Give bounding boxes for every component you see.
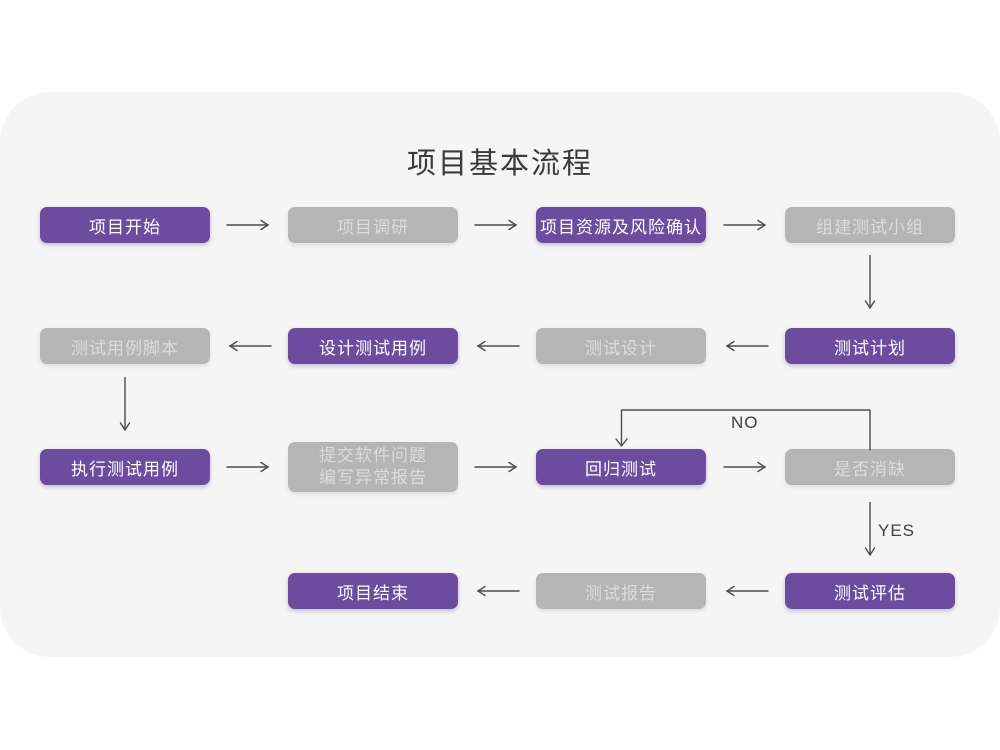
node-defect-cleared: 是否消缺 bbox=[785, 449, 955, 485]
node-execute-test-case: 执行测试用例 bbox=[40, 449, 210, 485]
arrow-down-icon bbox=[864, 502, 876, 562]
node-resource-risk-confirm: 项目资源及风险确认 bbox=[536, 207, 706, 243]
node-test-plan: 测试计划 bbox=[785, 328, 955, 364]
arrow-left-icon bbox=[723, 585, 769, 597]
node-build-test-team: 组建测试小组 bbox=[785, 207, 955, 243]
arrow-left-icon bbox=[226, 340, 272, 352]
arrow-right-icon bbox=[723, 219, 769, 231]
arrow-right-icon bbox=[474, 461, 520, 473]
node-test-case-script: 测试用例脚本 bbox=[40, 328, 210, 364]
node-submit-issue-report: 提交软件问题 编写异常报告 bbox=[288, 442, 458, 492]
node-test-report: 测试报告 bbox=[536, 573, 706, 609]
arrow-right-icon bbox=[226, 219, 272, 231]
node-regression-test: 回归测试 bbox=[536, 449, 706, 485]
no-loop-connector bbox=[611, 403, 877, 453]
arrow-down-icon bbox=[864, 255, 876, 315]
node-test-design: 测试设计 bbox=[536, 328, 706, 364]
diagram-card bbox=[0, 92, 1000, 657]
arrow-right-icon bbox=[723, 461, 769, 473]
arrow-left-icon bbox=[723, 340, 769, 352]
arrow-down-icon bbox=[119, 377, 131, 437]
arrow-left-icon bbox=[474, 340, 520, 352]
node-test-evaluation: 测试评估 bbox=[785, 573, 955, 609]
arrow-right-icon bbox=[474, 219, 520, 231]
node-project-end: 项目结束 bbox=[288, 573, 458, 609]
node-design-test-case: 设计测试用例 bbox=[288, 328, 458, 364]
edge-label-no: NO bbox=[731, 413, 759, 432]
arrow-left-icon bbox=[474, 585, 520, 597]
diagram-title: 项目基本流程 bbox=[406, 148, 593, 180]
arrow-right-icon bbox=[226, 461, 272, 473]
node-project-start: 项目开始 bbox=[40, 207, 210, 243]
edge-label-yes: YES bbox=[878, 521, 916, 540]
node-project-research: 项目调研 bbox=[288, 207, 458, 243]
